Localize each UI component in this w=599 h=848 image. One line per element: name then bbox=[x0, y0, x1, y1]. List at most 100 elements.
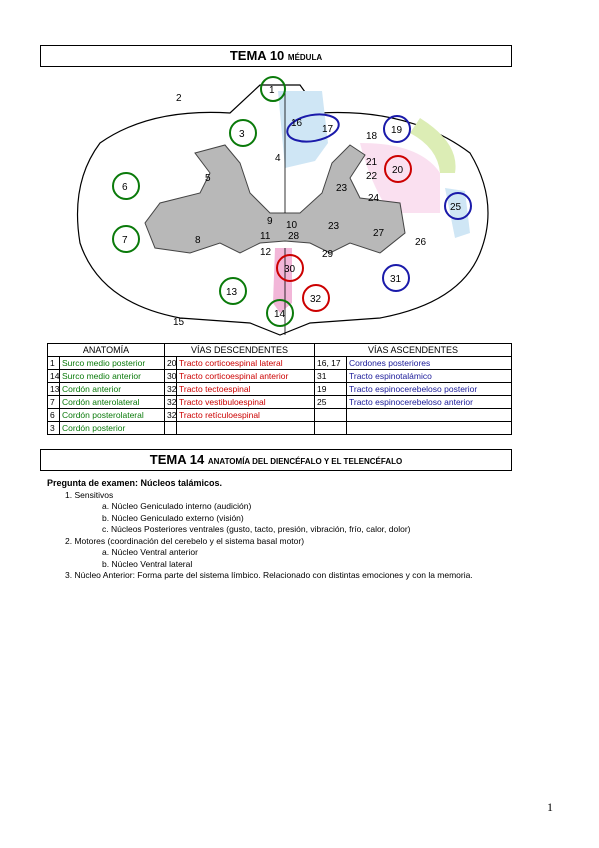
label-29: 29 bbox=[322, 249, 334, 260]
circle-13 bbox=[219, 277, 247, 305]
cell-anatomia: Cordón anterior bbox=[59, 382, 165, 396]
header-anatomia: ANATOMÍA bbox=[47, 343, 165, 357]
spinal-cord-diagram: 1 2 3 4 5 6 7 8 9 10 11 12 13 14 15 16 1… bbox=[76, 76, 489, 336]
list-item: c. Núcleos Posteriores ventrales (gusto,… bbox=[102, 524, 411, 534]
label-19: 19 bbox=[391, 125, 403, 136]
label-20: 20 bbox=[392, 165, 404, 176]
list-item: a. Núcleo Geniculado interno (audición) bbox=[102, 501, 252, 511]
list-item: 3. Núcleo Anterior: Forma parte del sist… bbox=[65, 570, 473, 580]
label-27: 27 bbox=[373, 228, 385, 239]
cell-num: 7 bbox=[47, 395, 60, 409]
label-30: 30 bbox=[284, 264, 296, 275]
grey-matter bbox=[144, 144, 406, 254]
tema14-subtitle: ANATOMÍA DEL DIENCÉFALO Y EL TELENCÉFALO bbox=[207, 457, 403, 466]
cell-descendente: Tracto corticoespinal lateral bbox=[176, 356, 315, 370]
label-12: 12 bbox=[260, 247, 272, 258]
circle-6 bbox=[112, 172, 140, 200]
label-9: 9 bbox=[267, 216, 273, 227]
table-header-row: ANATOMÍA VÍAS DESCENDENTES VÍAS ASCENDEN… bbox=[47, 343, 512, 357]
cell-num: 20 bbox=[164, 356, 177, 370]
cell-anatomia: Cordón anterolateral bbox=[59, 395, 165, 409]
cell-num bbox=[314, 408, 347, 422]
label-7: 7 bbox=[122, 235, 128, 246]
cell-num: 13 bbox=[47, 382, 60, 396]
cell-anatomia: Cordón posterolateral bbox=[59, 408, 165, 422]
circle-32 bbox=[302, 284, 330, 312]
cell-descendente: Tracto tectoespinal bbox=[176, 382, 315, 396]
cell-num: 32 bbox=[164, 395, 177, 409]
list-item: 2. Motores (coordinación del cerebelo y … bbox=[65, 535, 305, 546]
circle-1 bbox=[260, 76, 286, 102]
cell-num: 32 bbox=[164, 382, 177, 396]
cell-ascendente bbox=[346, 408, 512, 422]
tema10-title: TEMA 10 MÉDULA bbox=[40, 45, 512, 67]
cell-num: 16, 17 bbox=[314, 356, 347, 370]
list-item: b. Núcleo Ventral lateral bbox=[102, 558, 193, 569]
spinocerebellar-shade bbox=[410, 118, 456, 173]
label-1: 1 bbox=[269, 85, 275, 96]
ellipse-16-17 bbox=[286, 113, 340, 143]
table-row: 14 Surco medio anterior 30 Tracto cortic… bbox=[47, 369, 512, 383]
cell-descendente: Tracto vestibuloespinal bbox=[176, 395, 315, 409]
cell-anatomia: Surco medio posterior bbox=[59, 356, 165, 370]
list-item: b. Núcleo Geniculado externo (visión) bbox=[102, 512, 244, 523]
cell-anatomia: Cordón posterior bbox=[59, 421, 165, 435]
cell-num: 30 bbox=[164, 369, 177, 383]
cell-descendente: Tracto retículoespinal bbox=[176, 408, 315, 422]
circle-7 bbox=[112, 225, 140, 253]
label-4: 4 bbox=[275, 153, 281, 164]
exam-question: Pregunta de examen: Núcleos talámicos. 1… bbox=[47, 478, 567, 582]
label-6: 6 bbox=[122, 182, 128, 193]
label-14: 14 bbox=[274, 309, 286, 320]
cell-num: 32 bbox=[164, 408, 177, 422]
cell-anatomia: Surco medio anterior bbox=[59, 369, 165, 383]
label-23b: 23 bbox=[328, 221, 340, 232]
cell-num: 1 bbox=[47, 356, 60, 370]
label-15: 15 bbox=[173, 317, 185, 328]
table-row: 1 Surco medio posterior 20 Tracto cortic… bbox=[47, 356, 512, 370]
label-11: 11 bbox=[260, 231, 271, 242]
table-row: 3 Cordón posterior bbox=[47, 421, 512, 435]
cell-ascendente: Tracto espinotalámico bbox=[346, 369, 512, 383]
cell-num: 6 bbox=[47, 408, 60, 422]
table-row: 13 Cordón anterior 32 Tracto tectoespina… bbox=[47, 382, 512, 396]
label-24: 24 bbox=[368, 193, 380, 204]
label-23a: 23 bbox=[336, 183, 348, 194]
table-row: 6 Cordón posterolateral 32 Tracto retícu… bbox=[47, 408, 512, 422]
circle-19 bbox=[383, 115, 411, 143]
label-10: 10 bbox=[286, 220, 298, 231]
cell-descendente bbox=[176, 421, 315, 435]
cell-ascendente: Tracto espinocerebeloso posterior bbox=[346, 382, 512, 396]
posterior-column-shade bbox=[278, 91, 328, 168]
label-22: 22 bbox=[366, 171, 378, 182]
cell-ascendente: Tracto espinocerebeloso anterior bbox=[346, 395, 512, 409]
label-3: 3 bbox=[239, 129, 245, 140]
tema10-subtitle: MÉDULA bbox=[287, 53, 323, 62]
label-5: 5 bbox=[205, 173, 211, 184]
tema14-number: TEMA 14 bbox=[149, 452, 205, 467]
label-26: 26 bbox=[415, 237, 427, 248]
label-16: 16 bbox=[291, 118, 303, 129]
exam-heading: Pregunta de examen: Núcleos talámicos. bbox=[47, 478, 223, 488]
cell-num: 25 bbox=[314, 395, 347, 409]
label-17: 17 bbox=[322, 124, 334, 135]
label-25: 25 bbox=[450, 202, 462, 213]
label-13: 13 bbox=[226, 287, 238, 298]
tema10-number: TEMA 10 bbox=[229, 48, 285, 63]
label-18: 18 bbox=[366, 131, 378, 142]
cell-num: 19 bbox=[314, 382, 347, 396]
cell-num bbox=[314, 421, 347, 435]
circle-25 bbox=[444, 192, 472, 220]
list-item: a. Núcleo Ventral anterior bbox=[102, 547, 198, 557]
label-2: 2 bbox=[176, 93, 182, 104]
tema14-title: TEMA 14 ANATOMÍA DEL DIENCÉFALO Y EL TEL… bbox=[40, 449, 512, 471]
cell-ascendente: Cordones posteriores bbox=[346, 356, 512, 370]
cell-num: 14 bbox=[47, 369, 60, 383]
label-21: 21 bbox=[366, 157, 378, 168]
circle-30 bbox=[276, 254, 304, 282]
label-8: 8 bbox=[195, 235, 201, 246]
cell-num bbox=[164, 421, 177, 435]
anterolateral-shade bbox=[445, 188, 470, 238]
medula-table: ANATOMÍA VÍAS DESCENDENTES VÍAS ASCENDEN… bbox=[47, 343, 512, 435]
header-ascendentes: VÍAS ASCENDENTES bbox=[314, 343, 512, 357]
